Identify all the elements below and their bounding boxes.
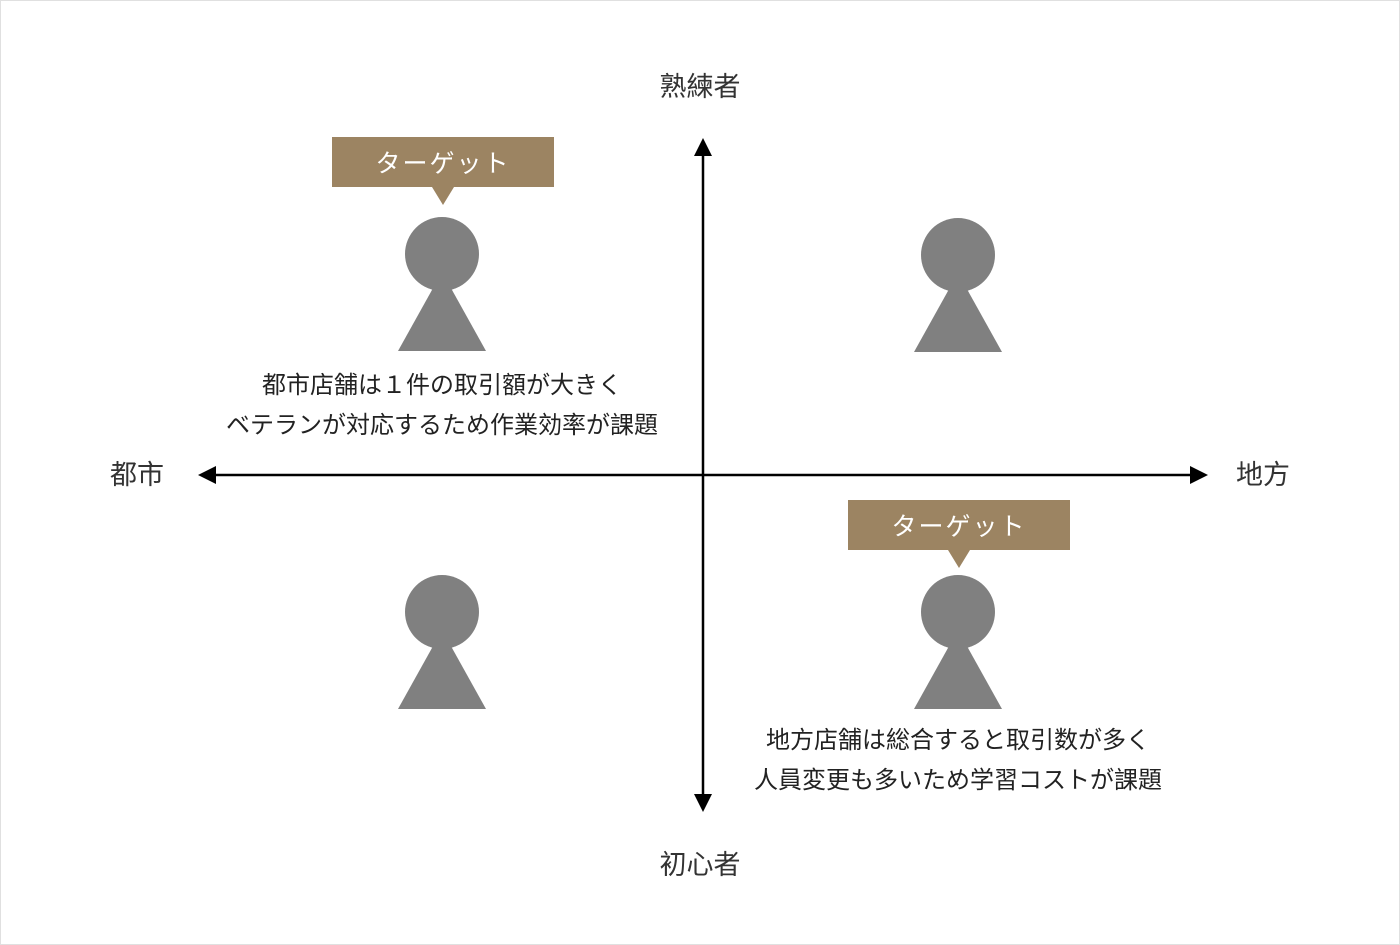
- person-icon: [398, 217, 486, 351]
- quadrant-description: 地方店舗は総合すると取引数が多く 人員変更も多いため学習コストが課題: [754, 720, 1162, 800]
- description-line: 地方店舗は総合すると取引数が多く: [766, 726, 1150, 754]
- axis-label-bottom: 初心者: [659, 850, 741, 881]
- arrow-right-icon: [1190, 466, 1208, 484]
- axis-label-right: 地方: [1236, 460, 1290, 491]
- axis-label-left: 都市: [110, 460, 164, 491]
- quadrant-description: 都市店舗は１件の取引額が大きく ベテランが対応するため作業効率が課題: [226, 365, 658, 445]
- arrow-left-icon: [198, 466, 216, 484]
- arrow-down-icon: [694, 794, 712, 812]
- arrow-up-icon: [694, 138, 712, 156]
- person-icon: [398, 575, 486, 709]
- description-line: 人員変更も多いため学習コストが課題: [754, 766, 1162, 794]
- person-icon: [914, 218, 1002, 352]
- person-icon: [914, 575, 1002, 709]
- target-tag: ターゲット: [848, 500, 1070, 550]
- axis-label-top: 熟練者: [659, 72, 741, 103]
- description-line: 都市店舗は１件の取引額が大きく: [262, 371, 622, 399]
- description-line: ベテランが対応するため作業効率が課題: [226, 411, 658, 439]
- target-tag: ターゲット: [332, 137, 554, 187]
